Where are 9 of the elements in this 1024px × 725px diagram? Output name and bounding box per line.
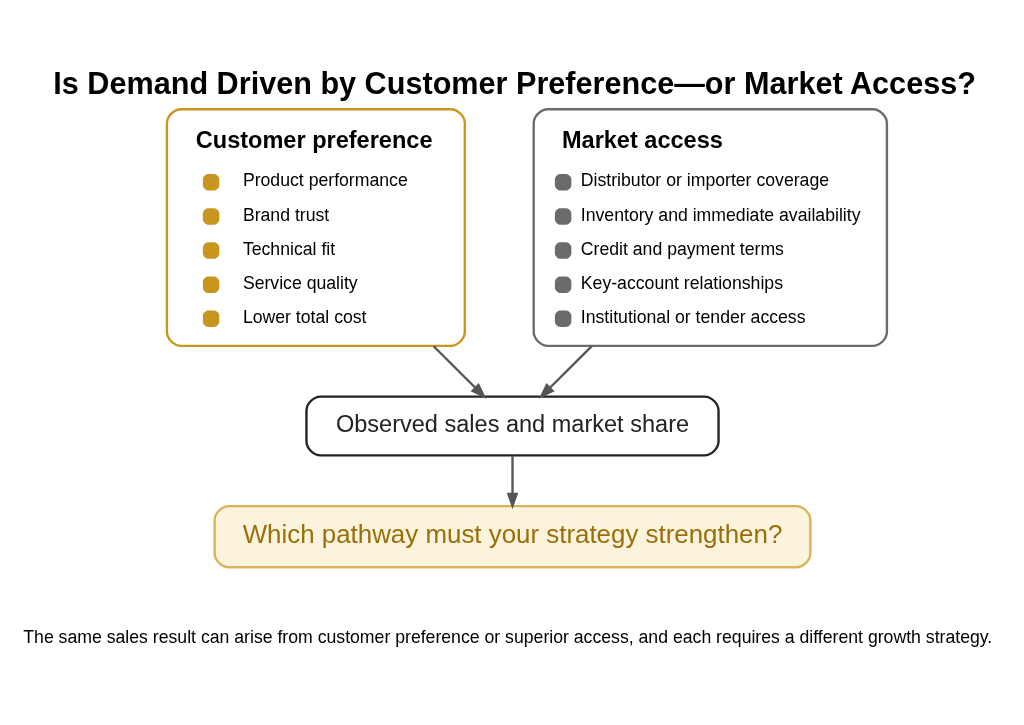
node-box: Market access Distributor or importer coverage Inventory and immediate availability Credit and payment terms Key-account relationships Institutional or tender access (532, 107, 888, 347)
arrow (432, 344, 486, 399)
arrow (538, 344, 593, 399)
node-box: Customer preference Product performance Brand trust Technical fit Service quality Lower total cost (165, 107, 466, 347)
node-box: Which pathway must your strategy strengthen? (212, 504, 812, 568)
node-box: Observed sales and market share (304, 394, 720, 457)
label: The same sales result can arise from customer preference or superior access, and each requires a different growth strategy. (22, 626, 992, 647)
diagram-title: Is Demand Driven by Customer Preference—or Market Access? (52, 65, 976, 100)
arrow (506, 455, 518, 509)
